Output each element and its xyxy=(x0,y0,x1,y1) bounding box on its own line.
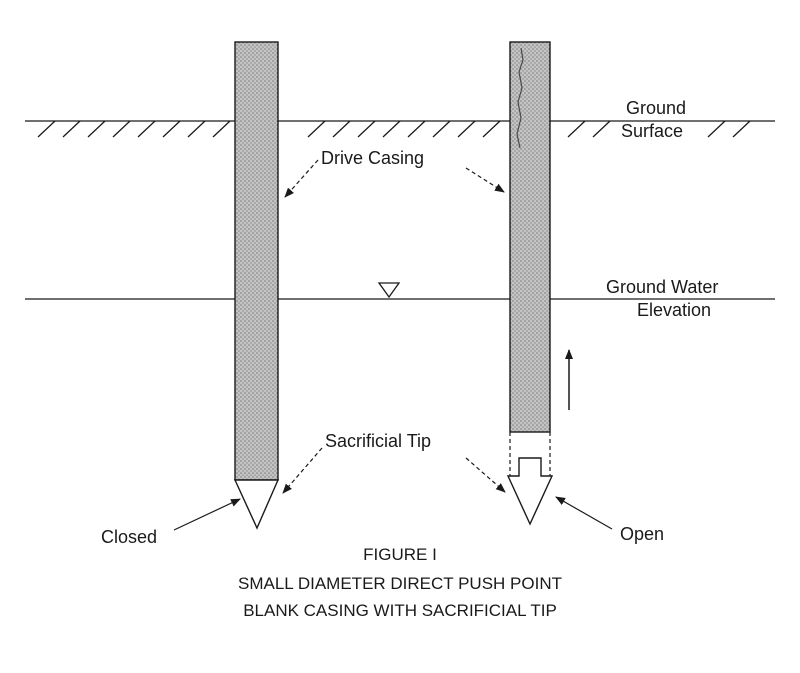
right-open-tip xyxy=(506,457,554,526)
right-casing-crack xyxy=(516,47,524,149)
ground-water-label-line2: Elevation xyxy=(637,300,712,320)
open-arrow xyxy=(555,496,613,530)
open-label: Open xyxy=(620,524,665,544)
sacrificial-tip-label: Sacrificial Tip xyxy=(325,431,432,451)
drive-casing-right-arrow xyxy=(465,167,505,193)
closed-arrow xyxy=(173,498,241,531)
ground-water-label-line1: Ground Water xyxy=(606,277,719,297)
figure-number: FIGURE I xyxy=(363,545,437,564)
left-drive-casing xyxy=(234,41,279,481)
figure-caption-line2: BLANK CASING WITH SACRIFICIAL TIP xyxy=(243,601,557,620)
pointer-arrows xyxy=(173,159,613,531)
right-drive-casing xyxy=(509,41,551,433)
drive-casing-left-arrow xyxy=(284,159,319,198)
sacrificial-tip-left-arrow xyxy=(282,447,323,494)
ground-surface-label-line1: Ground xyxy=(626,98,687,118)
left-closed-tip xyxy=(233,479,280,530)
sacrificial-tip-right-arrow xyxy=(465,457,506,493)
figure-caption-line1: SMALL DIAMETER DIRECT PUSH POINT xyxy=(238,574,562,593)
ground-surface-label-line2: Surface xyxy=(621,121,684,141)
drive-casing-label: Drive Casing xyxy=(321,148,425,168)
closed-label: Closed xyxy=(101,527,158,547)
water-table-triangle-icon xyxy=(377,282,401,299)
right-casing-dashed-extension xyxy=(509,432,551,478)
ground-surface xyxy=(25,120,775,138)
